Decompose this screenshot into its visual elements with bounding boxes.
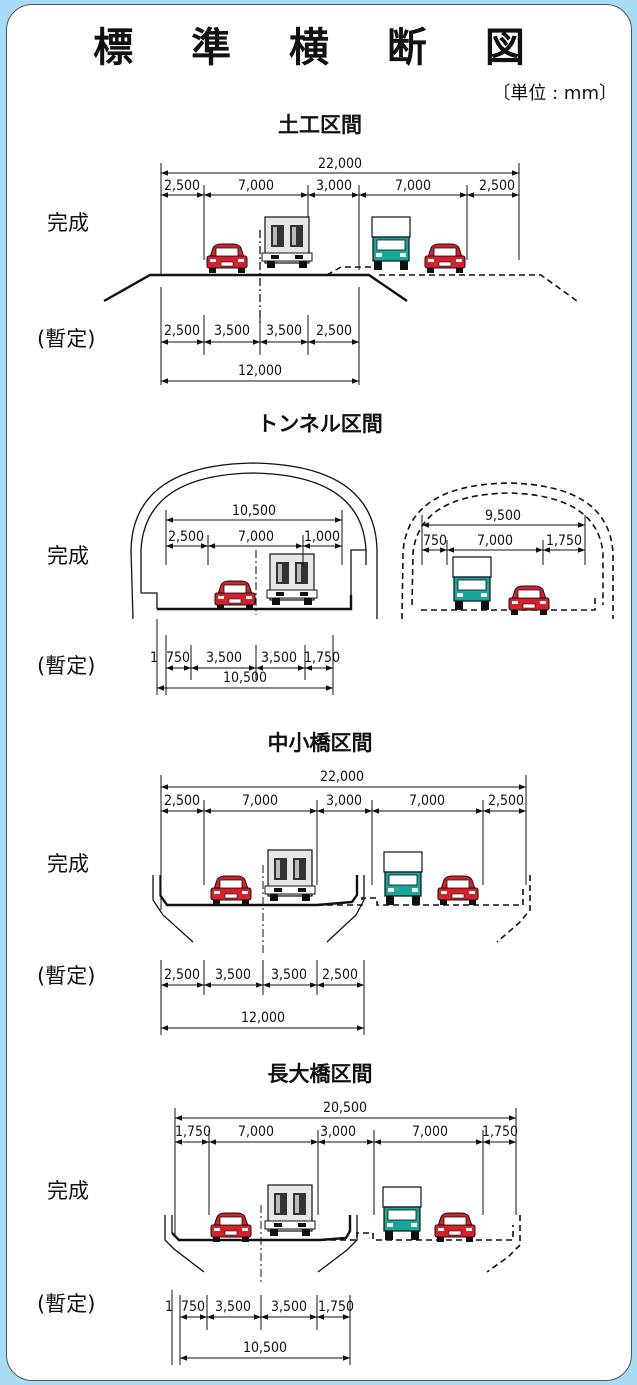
dim-total: 10,500 [232, 503, 276, 519]
dim-part: 750 [166, 650, 190, 666]
dim-total: 22,000 [318, 156, 362, 172]
dim-part: 1,750 [318, 1299, 354, 1315]
dim-part: 2,500 [164, 323, 200, 339]
dim-part: 1,750 [175, 1124, 211, 1140]
dim-part: 3,000 [320, 1124, 356, 1140]
diagram-panel: 標 準 横 断 図 〔単位 : mm〕 土工区間 トンネル区間 中小橋区間 長大… [6, 4, 632, 1381]
dim-part: 2,500 [164, 178, 200, 194]
dim-part: 1,750 [546, 533, 582, 549]
dim-part: 3,500 [261, 650, 297, 666]
dim-total: 12,000 [241, 1010, 285, 1026]
dim-part: 750 [181, 1299, 205, 1315]
dim-total: 12,000 [238, 363, 282, 379]
page-title: 標 準 横 断 図 [93, 25, 547, 71]
earthwork-section: 22,000 2,500 7,000 3,000 7,000 2,500 [103, 156, 578, 385]
small-bridge-section: 22,000 2,500 7,000 3,000 7,000 2,500 [152, 769, 531, 1035]
long-bridge-section: 20,500 1,750 7,000 3,000 7,000 1,750 [164, 1100, 521, 1365]
dim-part: 7,000 [238, 1124, 274, 1140]
section-title-small-bridge: 中小橋区間 [267, 731, 373, 755]
dim-part: 7,000 [242, 793, 278, 809]
label-provisional: (暫定) [37, 327, 96, 351]
dim-total: 10,500 [243, 1340, 287, 1356]
dim-part: 750 [423, 533, 447, 549]
dim-part: 7,000 [395, 178, 431, 194]
dim-part: 3,500 [215, 1299, 251, 1315]
dim-total: 10,500 [223, 670, 267, 686]
dim-part: 2,500 [479, 178, 515, 194]
label-complete: 完成 [47, 1179, 89, 1203]
dim-part: 1 [165, 1299, 173, 1315]
dim-total: 22,000 [320, 769, 364, 785]
dim-part: 3,500 [215, 967, 251, 983]
dim-part: 7,000 [238, 178, 274, 194]
dim-part: 1,750 [304, 650, 340, 666]
section-title-long-bridge: 長大橋区間 [267, 1062, 373, 1086]
dim-part: 3,500 [271, 967, 307, 983]
dim-part: 1 [150, 650, 158, 666]
section-title-earthwork: 土工区間 [278, 113, 362, 137]
label-provisional: (暫定) [37, 654, 96, 678]
dim-part: 2,500 [164, 793, 200, 809]
unit-note: 〔単位 : mm〕 [492, 83, 617, 104]
dim-part: 7,000 [412, 1124, 448, 1140]
dim-total: 9,500 [485, 508, 521, 524]
dim-total: 20,500 [323, 1100, 367, 1116]
dim-part: 3,500 [271, 1299, 307, 1315]
dim-part: 2,500 [316, 323, 352, 339]
dim-part: 3,500 [206, 650, 242, 666]
dim-part: 7,000 [409, 793, 445, 809]
dim-part: 2,500 [164, 967, 200, 983]
dim-part: 2,500 [322, 967, 358, 983]
label-complete: 完成 [47, 544, 89, 568]
dim-part: 7,000 [238, 529, 274, 545]
label-provisional: (暫定) [37, 1292, 96, 1316]
dim-part: 1,000 [304, 529, 340, 545]
label-complete: 完成 [47, 852, 89, 876]
dim-part: 3,500 [266, 323, 302, 339]
dim-part: 3,000 [316, 178, 352, 194]
dim-part: 2,500 [488, 793, 524, 809]
cross-section-drawings: 22,000 2,500 7,000 3,000 7,000 2,500 [103, 156, 614, 1365]
label-provisional: (暫定) [37, 964, 96, 988]
dim-part: 3,000 [326, 793, 362, 809]
dim-part: 7,000 [477, 533, 513, 549]
dim-part: 1,750 [482, 1124, 518, 1140]
tunnel-section: 10,500 2,500 7,000 1,000 9,500 750 7,000… [130, 462, 614, 695]
dim-part: 2,500 [168, 529, 204, 545]
section-title-tunnel: トンネル区間 [257, 412, 383, 436]
label-complete: 完成 [47, 211, 89, 235]
dim-part: 3,500 [214, 323, 250, 339]
